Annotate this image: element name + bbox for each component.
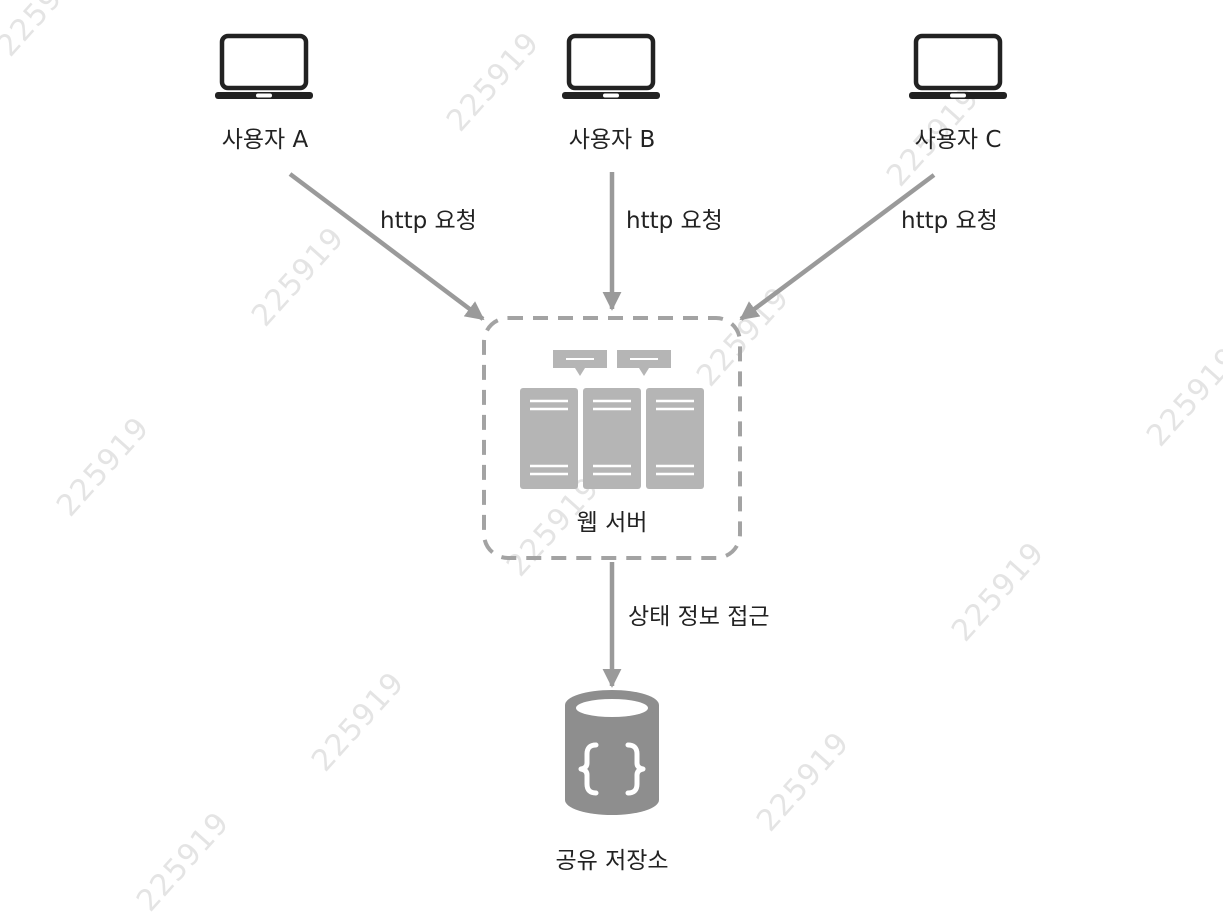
web-server-group <box>482 316 742 560</box>
edge-label-request-c: http 요청 <box>901 208 998 234</box>
shared-storage-label: 공유 저장소 <box>555 848 669 874</box>
laptop-icon <box>909 33 1007 99</box>
user-b-label: 사용자 B <box>568 127 656 153</box>
user-c-label: 사용자 C <box>914 127 1002 153</box>
user-a-label: 사용자 A <box>221 127 309 153</box>
edge-label-request-a: http 요청 <box>380 208 477 234</box>
edge-label-state-access: 상태 정보 접근 <box>628 604 770 630</box>
laptop-icon <box>562 33 660 99</box>
arrow-user-a-to-server <box>288 172 485 321</box>
server-rack-icon <box>520 350 704 489</box>
laptop-icon <box>215 33 313 99</box>
edge-label-request-b: http 요청 <box>626 208 723 234</box>
database-braces-icon <box>565 690 659 815</box>
diagram-canvas <box>215 33 1007 815</box>
web-server-label: 웹 서버 <box>576 510 648 536</box>
arrow-user-c-to-server <box>739 173 936 321</box>
